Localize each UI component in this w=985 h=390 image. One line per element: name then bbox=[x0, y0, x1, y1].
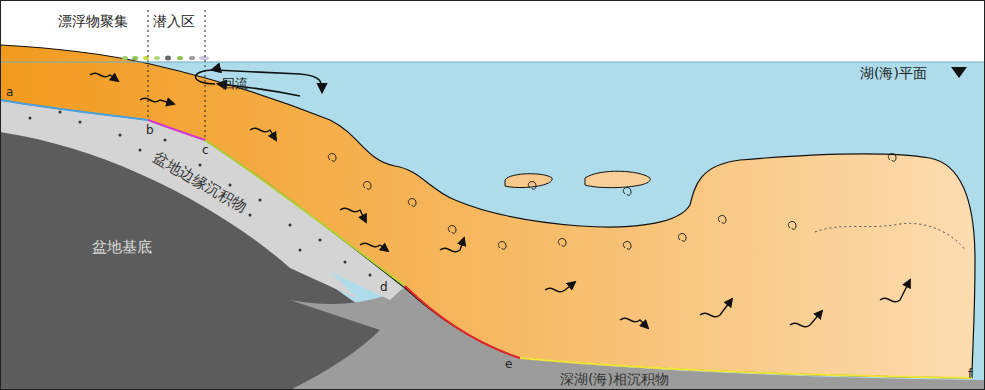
point-letter: a bbox=[6, 86, 13, 98]
surface-label: 湖(海)平面 bbox=[860, 66, 927, 80]
point-letter: c bbox=[202, 144, 209, 156]
flow-label: 回流 bbox=[222, 77, 248, 90]
point-letter: d bbox=[380, 281, 388, 293]
basement-label: 盆地基底 bbox=[92, 240, 152, 255]
point-letter: e bbox=[505, 358, 512, 370]
sediment-label: 深湖(海)相沉积物 bbox=[560, 372, 669, 386]
zone-label: 潜入区 bbox=[153, 14, 195, 28]
point-letter: b bbox=[146, 124, 154, 136]
zone-label: 漂浮物聚集 bbox=[58, 14, 128, 28]
point-letter: f bbox=[968, 368, 972, 380]
